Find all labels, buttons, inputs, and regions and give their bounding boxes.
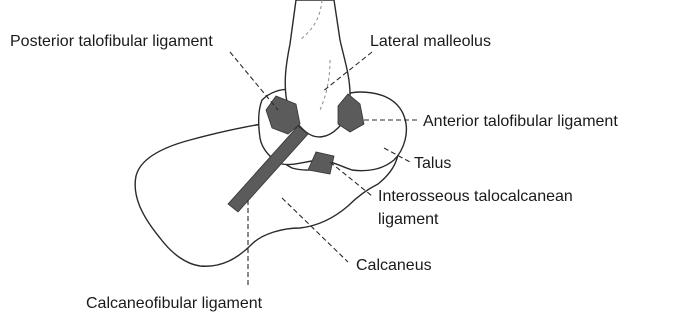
label-calcaneus: Calcaneus (356, 257, 432, 274)
label-anterior-talofibular-ligament: Anterior talofibular ligament (423, 113, 618, 130)
label-interosseous-talocalcanean-line1: Interosseous talocalcanean (378, 188, 573, 205)
label-posterior-talofibular-ligament: Posterior talofibular ligament (10, 33, 213, 50)
label-talus: Talus (414, 155, 451, 172)
label-lateral-malleolus: Lateral malleolus (370, 33, 491, 50)
label-calcaneofibular-ligament: Calcaneofibular ligament (86, 295, 263, 312)
label-interosseous-talocalcanean-line2: ligament (378, 211, 439, 228)
